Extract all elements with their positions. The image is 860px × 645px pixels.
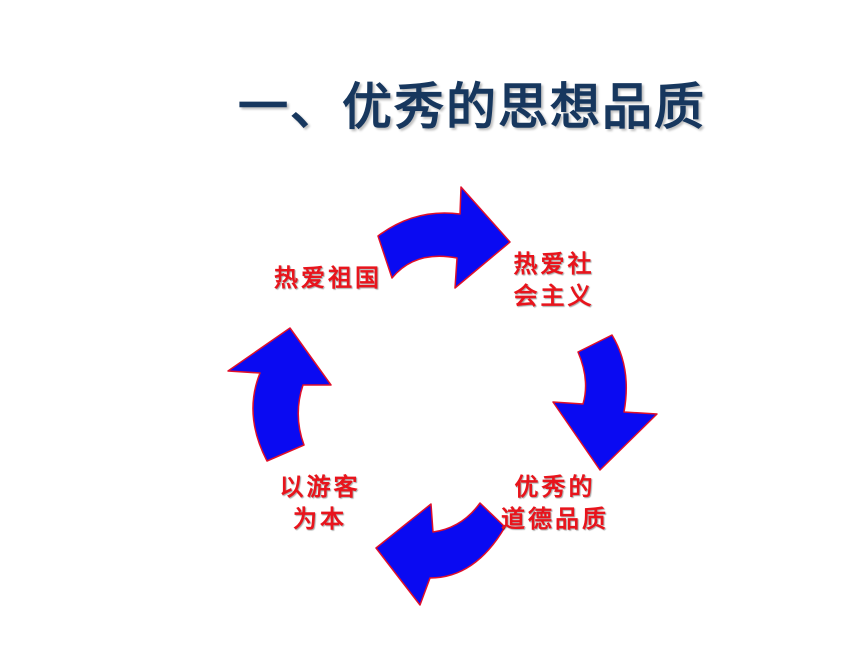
node-label-line: 为本	[293, 505, 347, 533]
node-label-line: 热爱社	[513, 250, 595, 278]
page-title: 一、优秀的思想品质	[238, 78, 706, 136]
node-label-bottom-right: 优秀的道德品质	[485, 471, 625, 535]
curved-arrow-right-icon	[377, 186, 511, 289]
node-label-top-right: 热爱社会主义	[494, 248, 614, 312]
node-label-line: 以游客	[279, 473, 361, 501]
cycle-arrow-1	[377, 186, 511, 289]
node-label-top-left: 热爱祖国	[258, 262, 398, 294]
curved-arrow-left-icon	[375, 502, 506, 606]
node-label-line: 热爱祖国	[274, 264, 382, 292]
node-label-line: 优秀的	[514, 473, 596, 501]
cycle-arrow-2	[552, 334, 658, 471]
curved-arrow-down-icon	[552, 334, 658, 471]
node-label-line: 会主义	[513, 282, 595, 310]
cycle-arrow-4	[227, 327, 332, 462]
node-label-line: 道德品质	[501, 505, 609, 533]
cycle-arrow-3	[375, 502, 506, 606]
node-label-bottom-left: 以游客为本	[260, 471, 380, 535]
curved-arrow-up-icon	[227, 327, 332, 462]
